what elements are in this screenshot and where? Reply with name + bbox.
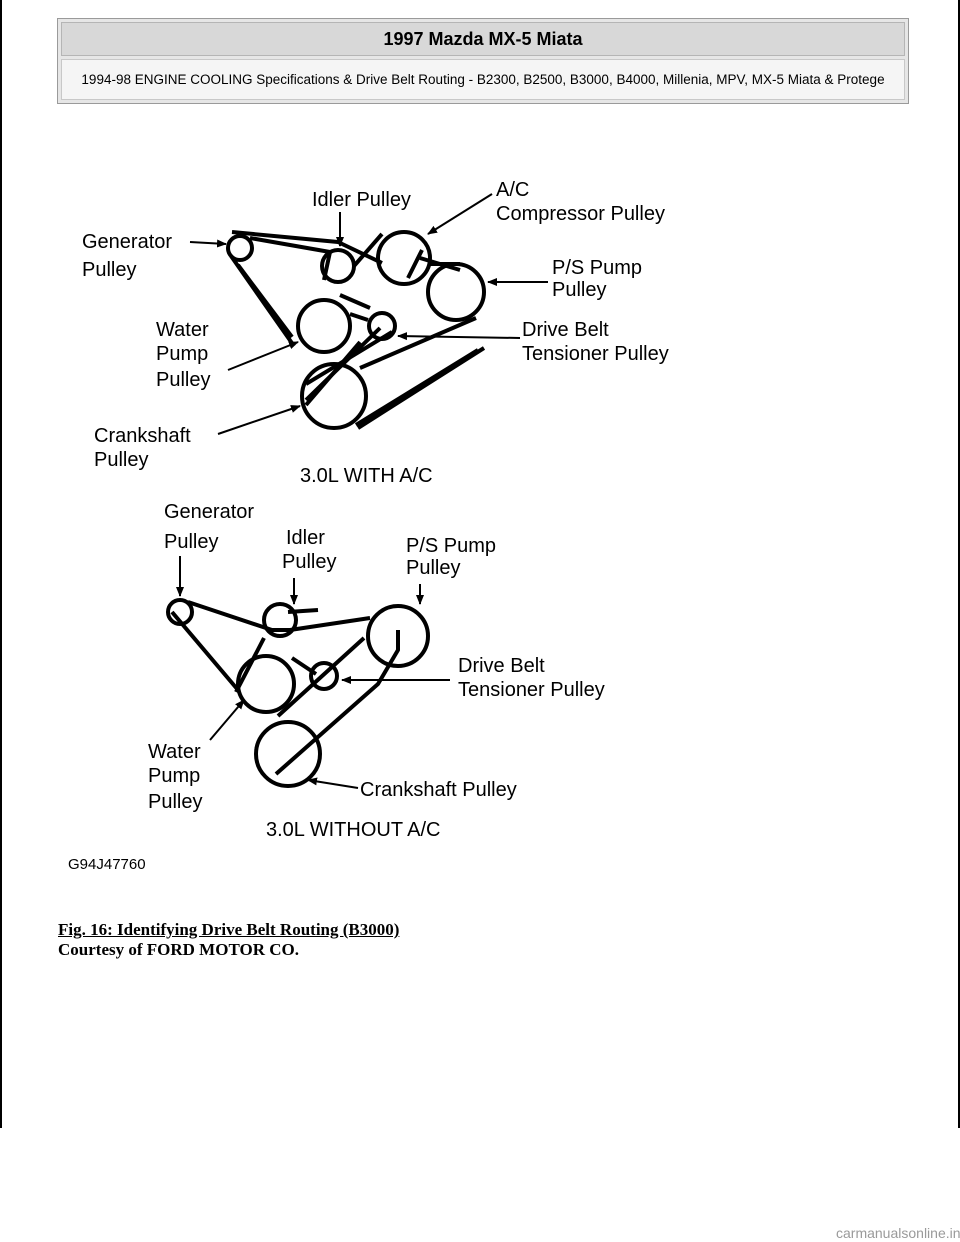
leader-generator-top: [189, 239, 227, 248]
label-water-top-line1: Water: [156, 319, 209, 341]
label-water-top-line3: Pulley: [156, 369, 211, 391]
figure-code: G94J47760: [68, 856, 146, 873]
ac-compressor-pulley: [376, 230, 432, 286]
caption-without-ac: 3.0L WITHOUT A/C: [266, 819, 441, 841]
header-subtitle: 1994-98 ENGINE COOLING Specifications & …: [61, 59, 905, 100]
document-header: 1997 Mazda MX-5 Miata 1994-98 ENGINE COO…: [57, 18, 909, 104]
water-pump-pulley-top: [296, 298, 352, 354]
leader-crank-top: [217, 405, 301, 435]
label-ps-top-line2: Pulley: [552, 279, 607, 301]
page-border-left: [0, 0, 2, 1128]
ps-pump-pulley-bottom: [366, 604, 430, 668]
tensioner-pulley-bottom: [309, 661, 339, 691]
label-crankshaft-top-line2: Pulley: [94, 449, 149, 471]
generator-pulley-bottom: [166, 598, 194, 626]
crankshaft-pulley-top: [300, 362, 368, 430]
page-border-right: [958, 0, 960, 1128]
label-crankshaft-top-line1: Crankshaft: [94, 425, 191, 447]
label-idler-bottom-line2: Pulley: [282, 551, 337, 573]
tensioner-pulley-top: [367, 311, 397, 341]
label-idler-bottom-line1: Idler: [286, 527, 325, 549]
watermark-text: carmanualsonline.info: [836, 1225, 960, 1241]
caption-with-ac: 3.0L WITH A/C: [300, 465, 433, 487]
label-water-bottom-line2: Pump: [148, 765, 201, 787]
label-water-top-line2: Pump: [156, 343, 209, 365]
generator-pulley-top: [226, 234, 254, 262]
label-generator-bottom-line2: Pulley: [164, 531, 219, 553]
label-ac-line2: Compressor Pulley: [496, 203, 665, 225]
leader-crank-bottom: [307, 777, 359, 789]
belt-routing-diagram: Idler Pulley A/C Compressor Pulley Gener…: [60, 160, 740, 890]
label-ac-line1: A/C: [496, 179, 530, 201]
leader-tensioner-top: [397, 332, 521, 341]
label-tensioner-top-line1: Drive Belt: [522, 319, 609, 341]
belt-top-run-6: [339, 293, 371, 310]
label-ps-bottom-line1: P/S Pump: [406, 535, 497, 557]
leader-water-bottom: [209, 699, 245, 741]
label-ps-bottom-line2: Pulley: [406, 557, 461, 579]
belt-routing-drawing: [166, 193, 548, 789]
label-tensioner-bottom-line2: Tensioner Pulley: [458, 679, 605, 701]
label-water-bottom-line1: Water: [148, 741, 201, 763]
header-title: 1997 Mazda MX-5 Miata: [61, 22, 905, 56]
label-crankshaft-bottom: Crankshaft Pulley: [360, 779, 517, 801]
figure-title: Fig. 16: Identifying Drive Belt Routing …: [58, 920, 400, 939]
ps-pump-pulley-top: [426, 262, 486, 322]
label-generator-top-line1: Generator: [82, 231, 173, 253]
label-tensioner-bottom-line1: Drive Belt: [458, 655, 545, 677]
figure-caption: Fig. 16: Identifying Drive Belt Routing …: [58, 920, 399, 960]
belt-bottom-outline: [170, 600, 400, 776]
label-tensioner-top-line2: Tensioner Pulley: [522, 343, 669, 365]
idler-pulley-bottom: [262, 602, 298, 638]
figure-courtesy: Courtesy of FORD MOTOR CO.: [58, 940, 299, 959]
label-idler-pulley-top: Idler Pulley: [312, 189, 411, 211]
label-generator-top-line2: Pulley: [82, 259, 137, 281]
belt-top-outline: [229, 232, 486, 430]
leader-ac: [427, 193, 493, 235]
belt-top-run-7: [406, 249, 424, 279]
label-generator-bottom-line1: Generator: [164, 501, 255, 523]
label-ps-top-line1: P/S Pump: [552, 257, 643, 279]
leader-water-top: [227, 341, 299, 371]
crankshaft-pulley-bottom: [254, 720, 322, 788]
water-pump-pulley-bottom: [236, 654, 296, 714]
label-water-bottom-line3: Pulley: [148, 791, 203, 813]
